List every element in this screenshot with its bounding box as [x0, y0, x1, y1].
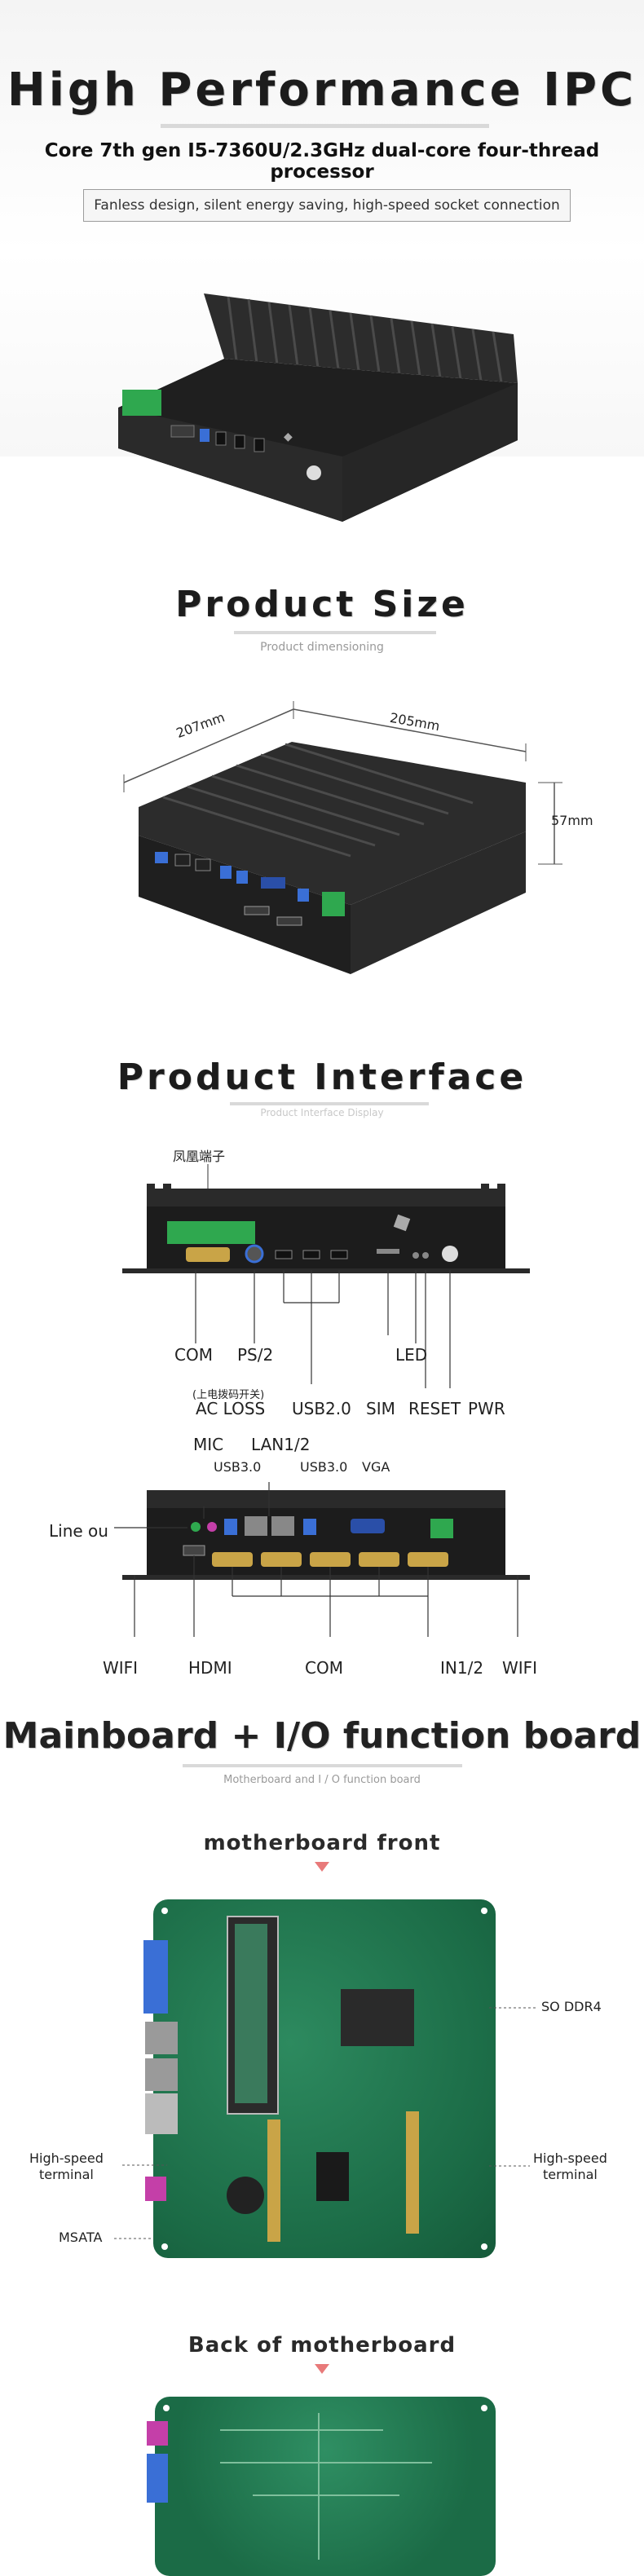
rear-lan-label: LAN1/2	[251, 1435, 311, 1454]
rear-line-out-label: Line ou	[49, 1521, 108, 1541]
rear-com-label: COM	[305, 1658, 343, 1678]
hero-title: High Performance IPC	[7, 64, 637, 117]
mainboard-title: Mainboard + I/O function board	[2, 1715, 642, 1757]
rear-usb30-b-label: USB3.0	[300, 1459, 348, 1475]
rear-mic-label: MIC	[193, 1435, 224, 1454]
size-dimension-diagram	[123, 701, 562, 974]
hs-terminal-right-line1: High-speed	[533, 2150, 607, 2166]
size-subtitle: Product dimensioning	[260, 641, 384, 654]
hero-processor-text: Core 7th gen I5-7360U/2.3GHz dual-core f…	[44, 140, 600, 183]
front-pwr-label: PWR	[468, 1399, 505, 1418]
rear-in12-label: IN1/2	[440, 1658, 484, 1678]
rear-wifi-right-label: WIFI	[502, 1658, 538, 1678]
phoenix-terminal-label: 凤凰端子	[173, 1149, 226, 1164]
hs-terminal-right-line2: terminal	[543, 2167, 598, 2182]
size-title-underline	[234, 631, 436, 634]
rear-hdmi-label: HDMI	[188, 1658, 232, 1678]
rear-vga-label: VGA	[362, 1459, 390, 1475]
mainboard-subtitle: Motherboard and I / O function board	[223, 1774, 421, 1786]
front-panel-diagram	[122, 1164, 530, 1388]
hs-terminal-left-line2: terminal	[39, 2167, 94, 2182]
interface-subtitle: Product Interface Display	[260, 1107, 384, 1118]
motherboard-back-heading: Back of motherboard	[187, 2333, 457, 2358]
so-ddr4-label: SO DDR4	[541, 1999, 602, 2014]
motherboard-front-callouts	[114, 2007, 538, 2239]
front-com-label: COM	[174, 1345, 213, 1365]
motherboard-front-heading: motherboard front	[203, 1831, 441, 1855]
front-heading-marker	[315, 1862, 329, 1872]
hero-feature-box: Fanless design, silent energy saving, hi…	[83, 189, 571, 222]
size-title: Product Size	[175, 584, 469, 625]
back-heading-marker	[315, 2364, 329, 2374]
ac-loss-note: (上电拨码开关)	[192, 1389, 265, 1401]
motherboard-front-image	[143, 1899, 496, 2258]
front-sim-label: SIM	[366, 1399, 395, 1418]
dimension-height-label: 57mm	[551, 813, 593, 828]
hs-terminal-left-line1: High-speed	[29, 2150, 104, 2166]
front-led-label: LED	[395, 1345, 428, 1365]
svg-text:◆: ◆	[284, 430, 293, 443]
interface-title-underline	[230, 1102, 429, 1105]
rear-panel-diagram	[114, 1482, 530, 1637]
ac-loss-label: AC LOSS	[196, 1399, 266, 1418]
front-usb20-label: USB2.0	[292, 1399, 351, 1418]
rear-wifi-left-label: WIFI	[103, 1658, 139, 1678]
front-reset-label: RESET	[408, 1399, 461, 1418]
motherboard-back-image	[147, 2397, 496, 2576]
msata-label: MSATA	[59, 2230, 103, 2245]
hero-product-image: ◆	[118, 293, 518, 522]
front-ps2-label: PS/2	[237, 1345, 274, 1365]
rear-usb30-a-label: USB3.0	[214, 1459, 262, 1475]
interface-title: Product Interface	[117, 1056, 527, 1098]
mainboard-title-underline	[183, 1764, 462, 1767]
hero-title-underline	[161, 124, 489, 128]
